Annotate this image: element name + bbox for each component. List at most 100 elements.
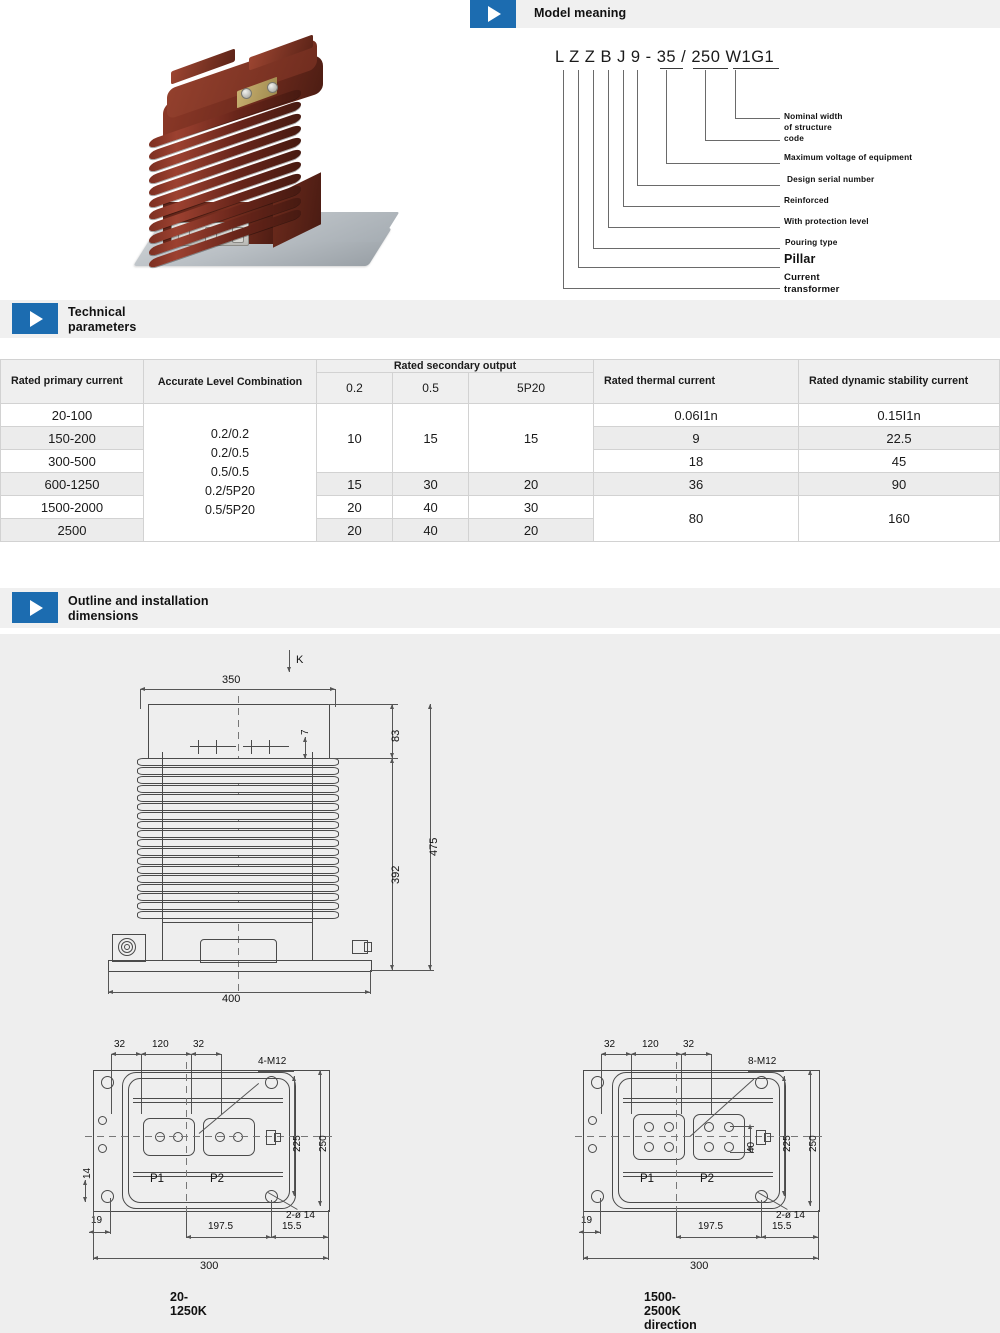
dim-32-right-label: 32 <box>193 1039 205 1050</box>
cell-output-5p20: 15 <box>468 403 594 473</box>
plan-centerline-h <box>575 1136 825 1137</box>
note-2-d14: 2-ø 14 <box>776 1210 805 1221</box>
table-header-row-2: 0.2 0.5 5P20 <box>1 372 1000 404</box>
dim-15-5-label: 15.5 <box>772 1221 792 1232</box>
section-band-model <box>470 0 1000 28</box>
cell-primary-current: 20-100 <box>0 403 144 427</box>
terminal-pad-p2 <box>203 1118 255 1156</box>
cell-output-0-2: 10 <box>315 403 394 473</box>
terminal-pad-p1 <box>633 1114 685 1160</box>
cell-output-5p20: 20 <box>468 472 594 496</box>
table-row: 1500-2000 20 40 30 80 160 <box>0 495 1000 542</box>
product-photo <box>105 6 445 291</box>
dim-225-label: 225 <box>782 1135 793 1152</box>
leader-h-current-transformer <box>563 288 780 289</box>
table-row: 2500 20 40 20 <box>0 518 1000 542</box>
leader-h-reinforced <box>623 206 780 207</box>
body-outline-plan <box>122 1072 296 1209</box>
dim-19-label: 19 <box>91 1215 103 1226</box>
cell-output-0-5: 40 <box>392 495 470 519</box>
dim-350-label: 350 <box>222 674 241 686</box>
leader-v-design-serial <box>637 70 638 185</box>
leader-v-nominal-width <box>735 70 736 118</box>
cell-thermal-current: 0.06I1n <box>593 403 799 427</box>
dim-14-label: 14 <box>82 1167 93 1179</box>
terminal-label-p1: P1 <box>640 1173 655 1185</box>
dim-197-5-label: 197.5 <box>698 1221 724 1232</box>
th-rated-primary-current: Rated primary current <box>0 359 144 404</box>
cell-dynamic-current: 90 <box>798 472 1000 496</box>
callout-nominal-width: Nominal width of structure code <box>784 111 843 143</box>
leader-v-pillar <box>578 70 579 267</box>
table-body: 20-100 0.2/0.2 0.2/0.5 0.5/0.5 0.2/5P20 … <box>0 403 1000 542</box>
leader-v-pouring <box>593 70 594 248</box>
dim-392-label: 392 <box>390 865 402 884</box>
note-4-m12: 4-M12 <box>258 1056 287 1067</box>
right-nut <box>352 940 368 954</box>
section-band-tech <box>0 300 1000 338</box>
right-side-lug <box>756 1130 766 1145</box>
table-row: 20-100 0.2/0.2 0.2/0.5 0.5/0.5 0.2/5P20 … <box>0 403 1000 542</box>
callout-design-serial: Design serial number <box>787 174 875 184</box>
leader-v-code <box>705 70 706 140</box>
leader-h-pouring <box>593 248 780 249</box>
model-meaning-diagram: L Z Z B J 9 - 35 / 250 W1G1 Nominal widt… <box>460 0 1000 300</box>
callout-max-voltage: Maximum voltage of equipment <box>784 152 913 162</box>
th-rated-thermal-current: Rated thermal current <box>593 359 799 404</box>
leader-h-nominal-width <box>735 118 780 119</box>
table-head: Rated primary current Accurate Level Com… <box>0 359 1000 404</box>
th-rated-dynamic-stability-current: Rated dynamic stability current <box>798 359 1000 404</box>
dim-15-5-label: 15.5 <box>282 1221 302 1232</box>
table-row: 600-1250 15 30 20 36 90 <box>0 472 1000 496</box>
cell-thermal-current: 36 <box>593 472 799 496</box>
dim-475-label: 475 <box>428 837 440 856</box>
dim-400-line <box>108 992 370 993</box>
right-side-lug <box>266 1130 276 1145</box>
leader-h-max-voltage <box>666 163 780 164</box>
cell-primary-current: 600-1250 <box>0 472 144 496</box>
leader-v-current-transformer <box>563 70 564 288</box>
base-plate-outline <box>108 960 372 972</box>
th-accurate-level-combination: Accurate Level Combination <box>143 359 317 404</box>
cell-dynamic-current: 160 <box>798 495 1000 542</box>
cell-output-0-5: 30 <box>392 472 470 496</box>
dim-400-label: 400 <box>222 993 241 1005</box>
terminal-label-p2: P2 <box>700 1173 715 1185</box>
section-band-outline <box>0 588 1000 628</box>
cell-dynamic-current: 22.5 <box>798 426 1000 450</box>
callout-pillar: Pillar <box>784 252 816 266</box>
cell-primary-current: 150-200 <box>0 426 144 450</box>
terminal-pad-p2 <box>693 1114 745 1160</box>
table-row: 300-500 18 45 <box>0 449 1000 473</box>
dim-475-line <box>430 704 431 970</box>
note-8-m12: 8-M12 <box>748 1056 777 1067</box>
callout-protection-level: With protection level <box>784 216 869 226</box>
dim-7-label: 7 <box>300 729 311 735</box>
left-bracket <box>112 934 146 962</box>
technical-parameters-table: Rated primary current Accurate Level Com… <box>0 359 1000 542</box>
terminal-label-p2: P2 <box>210 1173 225 1185</box>
caption-plan-right: 1500-2500K direction <box>644 1290 697 1332</box>
cell-output-5p20: 20 <box>468 518 594 542</box>
cell-primary-current: 1500-2000 <box>0 495 144 519</box>
play-triangle-icon-outline <box>12 592 58 623</box>
callout-pouring-type: Pouring type <box>785 237 838 247</box>
cell-dynamic-current: 45 <box>798 449 1000 473</box>
th-output-0-2: 0.2 <box>315 372 394 404</box>
dim-300-label: 300 <box>200 1260 219 1272</box>
dim-250-label: 250 <box>808 1135 819 1152</box>
th-output-5p20: 5P20 <box>468 372 594 404</box>
dim-350-arrow-left <box>140 686 145 691</box>
cell-primary-current: 2500 <box>0 518 144 542</box>
dim-32-left-label: 32 <box>604 1039 616 1050</box>
dim-120-label: 120 <box>642 1039 659 1050</box>
note-2-d14: 2-ø 14 <box>286 1210 315 1221</box>
leader-h-design-serial <box>637 185 780 186</box>
play-triangle-icon-model <box>470 0 516 28</box>
section-title-outline: Outline and installation dimensions <box>68 594 209 623</box>
terminal-pad-p1 <box>143 1118 195 1156</box>
k-arrow-head <box>286 667 291 672</box>
table-header-row-1: Rated primary current Accurate Level Com… <box>0 359 1000 404</box>
leader-v-max-voltage <box>666 70 667 163</box>
caption-plan-left: 20-1250K <box>170 1290 207 1318</box>
